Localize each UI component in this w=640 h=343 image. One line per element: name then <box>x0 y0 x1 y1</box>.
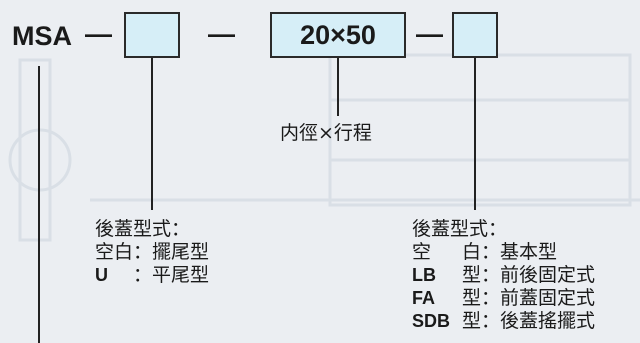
option-desc: 擺尾型 <box>152 241 210 263</box>
dash-1: — <box>85 19 112 49</box>
option-desc: 平尾型 <box>152 264 210 286</box>
option-separator: ： <box>133 264 153 286</box>
size-box: 20×50 <box>270 12 406 58</box>
rear-cover-left-option: U ：平尾型 <box>95 264 209 286</box>
rear-cover-leader-line <box>151 58 153 210</box>
dash-2: — <box>208 19 235 49</box>
option-code: SDB <box>412 311 451 331</box>
option-code: 空 <box>412 241 432 263</box>
rear-cover-left-option: 空白：擺尾型 <box>95 241 209 263</box>
option-desc: 前蓋固定式 <box>500 287 596 309</box>
option-suffix: 型 <box>462 287 482 309</box>
size-value: 20×50 <box>300 20 376 50</box>
size-leader-line <box>337 58 339 116</box>
rear-cover-left-title: 後蓋型式： <box>95 218 191 240</box>
option-desc: 基本型 <box>500 241 558 263</box>
option-suffix: 白 <box>462 241 482 263</box>
prefix-leader-line <box>38 66 40 343</box>
option-suffix: 型 <box>462 264 482 286</box>
option-desc: 後蓋搖擺式 <box>500 310 596 332</box>
model-prefix: MSA <box>12 21 72 51</box>
option-code: FA <box>412 288 436 308</box>
rear-cover-right-option: LB 型：前後固定式 <box>412 264 595 286</box>
option-separator: ： <box>481 241 501 263</box>
rear-cover-right-option: SDB 型：後蓋搖擺式 <box>412 310 595 332</box>
mount-leader-line <box>474 58 476 210</box>
option-separator: ： <box>481 310 501 332</box>
option-code: U <box>95 265 108 285</box>
option-separator: ： <box>133 241 153 263</box>
dash-3: — <box>416 19 443 49</box>
option-separator: ： <box>481 264 501 286</box>
option-separator: ： <box>481 287 501 309</box>
option-code: LB <box>412 265 436 285</box>
option-suffix: 型 <box>462 310 482 332</box>
rear-cover-right-option: 空 白：基本型 <box>412 241 557 263</box>
rear-cover-right-title: 後蓋型式： <box>412 218 508 240</box>
size-label: 内徑×行程 <box>280 122 372 144</box>
option-desc: 前後固定式 <box>500 264 596 286</box>
rear-cover-code-box <box>124 12 180 58</box>
mount-code-box <box>452 12 498 58</box>
rear-cover-right-option: FA 型：前蓋固定式 <box>412 287 595 309</box>
option-code: 空白 <box>95 241 134 263</box>
